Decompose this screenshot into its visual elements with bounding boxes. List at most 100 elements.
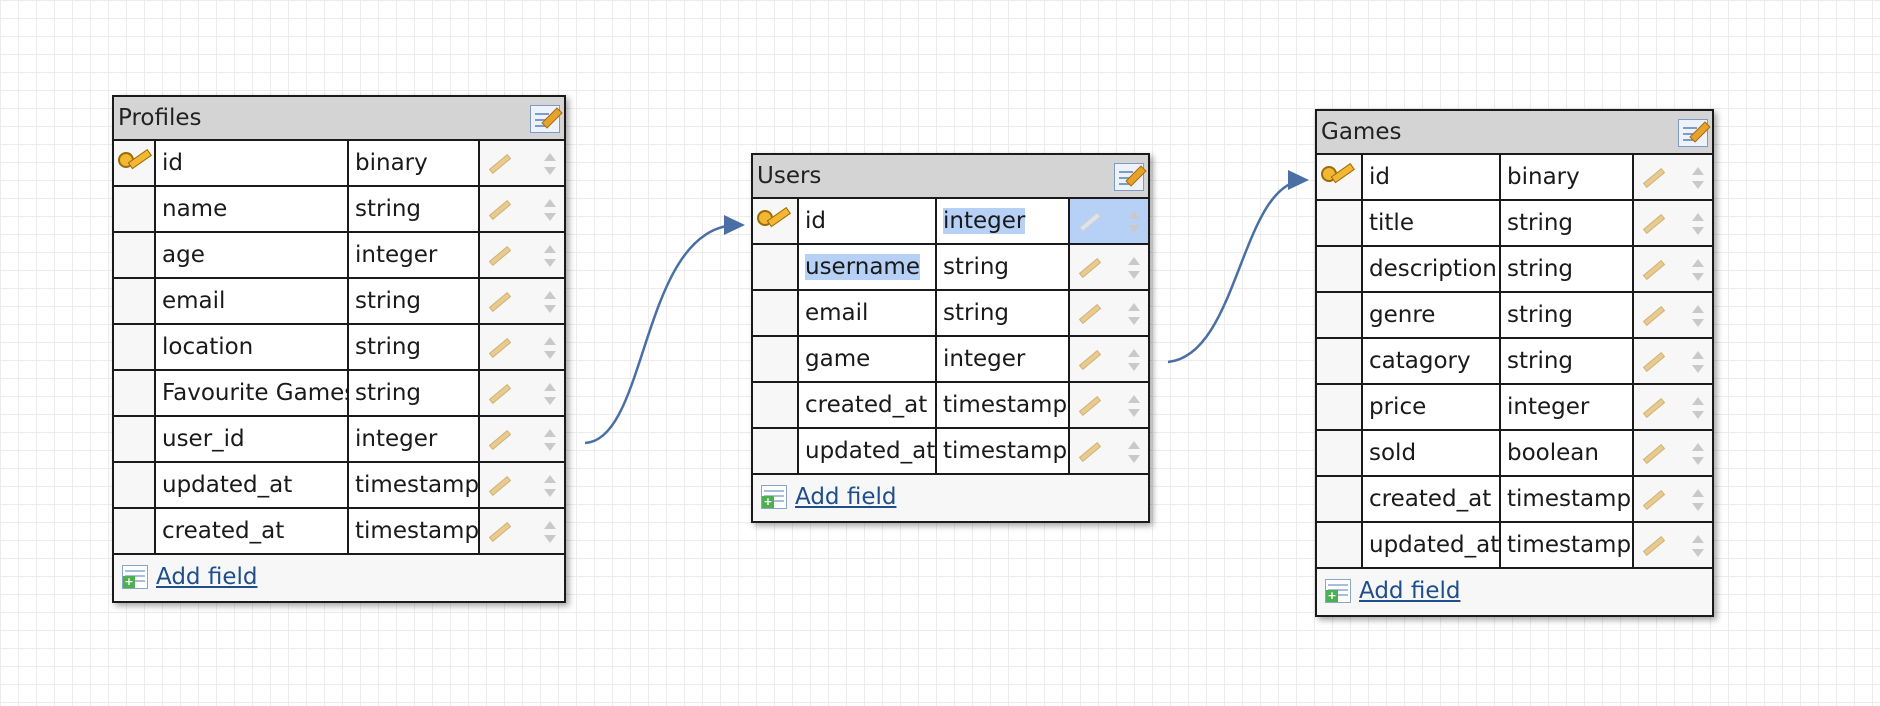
field-type[interactable]: string	[937, 291, 1070, 335]
add-field-icon[interactable]: +	[122, 565, 148, 589]
reorder-handle-icon[interactable]	[1128, 255, 1140, 281]
field-name[interactable]: genre	[1363, 293, 1501, 337]
reorder-handle-icon[interactable]	[1128, 347, 1140, 373]
reorder-handle-icon[interactable]	[544, 243, 556, 269]
field-name[interactable]: age	[156, 233, 349, 277]
reorder-handle-icon[interactable]	[1128, 209, 1140, 235]
field-type[interactable]: string	[937, 245, 1070, 289]
edit-field-icon[interactable]	[488, 199, 512, 221]
field-type[interactable]: timestamp	[937, 429, 1070, 473]
field-type[interactable]: integer	[349, 417, 480, 461]
field-type[interactable]: string	[349, 371, 480, 415]
reorder-handle-icon[interactable]	[544, 335, 556, 361]
field-type[interactable]: boolean	[1501, 431, 1634, 475]
add-field-icon[interactable]: +	[761, 485, 787, 509]
add-field-link[interactable]: Add field	[795, 484, 897, 510]
field-name[interactable]: id	[1363, 155, 1501, 199]
reorder-handle-icon[interactable]	[1128, 439, 1140, 465]
reorder-handle-icon[interactable]	[544, 427, 556, 453]
field-name[interactable]: price	[1363, 385, 1501, 429]
field-name[interactable]: updated_at	[799, 429, 937, 473]
field-type[interactable]: timestamp	[1501, 477, 1634, 521]
edit-field-icon[interactable]	[488, 245, 512, 267]
field-name[interactable]: game	[799, 337, 937, 381]
edit-field-icon[interactable]	[488, 521, 512, 543]
field-type[interactable]: binary	[349, 141, 480, 185]
field-type[interactable]: string	[1501, 247, 1634, 291]
edit-field-icon[interactable]	[1642, 167, 1666, 189]
edit-field-icon[interactable]	[488, 475, 512, 497]
edit-field-icon[interactable]	[1642, 443, 1666, 465]
reorder-handle-icon[interactable]	[1692, 349, 1704, 375]
reorder-handle-icon[interactable]	[544, 473, 556, 499]
field-type[interactable]: string	[1501, 339, 1634, 383]
field-type[interactable]: integer	[937, 199, 1070, 243]
edit-field-icon[interactable]	[1642, 351, 1666, 373]
reorder-handle-icon[interactable]	[544, 289, 556, 315]
field-type[interactable]: timestamp	[349, 463, 480, 507]
field-name[interactable]: title	[1363, 201, 1501, 245]
field-name[interactable]: user_id	[156, 417, 349, 461]
edit-field-icon[interactable]	[1078, 441, 1102, 463]
reorder-handle-icon[interactable]	[1692, 257, 1704, 283]
add-field-icon[interactable]: +	[1325, 579, 1351, 603]
edit-field-icon[interactable]	[488, 429, 512, 451]
edit-field-icon[interactable]	[488, 337, 512, 359]
edit-field-icon[interactable]	[488, 383, 512, 405]
edit-field-icon[interactable]	[1642, 259, 1666, 281]
edit-table-icon[interactable]	[1114, 163, 1147, 191]
edit-field-icon[interactable]	[1642, 305, 1666, 327]
edit-field-icon[interactable]	[1078, 257, 1102, 279]
field-name[interactable]: id	[799, 199, 937, 243]
field-type[interactable]: timestamp	[1501, 523, 1634, 567]
reorder-handle-icon[interactable]	[1692, 487, 1704, 513]
reorder-handle-icon[interactable]	[1692, 211, 1704, 237]
field-name[interactable]: updated_at	[156, 463, 349, 507]
reorder-handle-icon[interactable]	[1692, 441, 1704, 467]
field-type[interactable]: string	[349, 187, 480, 231]
field-name[interactable]: Favourite Games	[156, 371, 349, 415]
edit-field-icon[interactable]	[1642, 213, 1666, 235]
field-name[interactable]: location	[156, 325, 349, 369]
edit-table-icon[interactable]	[1678, 119, 1711, 147]
field-type[interactable]: timestamp	[937, 383, 1070, 427]
field-type[interactable]: integer	[937, 337, 1070, 381]
field-name[interactable]: description	[1363, 247, 1501, 291]
field-name[interactable]: catagory	[1363, 339, 1501, 383]
field-type[interactable]: string	[1501, 293, 1634, 337]
reorder-handle-icon[interactable]	[1128, 301, 1140, 327]
add-field-link[interactable]: Add field	[1359, 578, 1461, 604]
reorder-handle-icon[interactable]	[544, 197, 556, 223]
edit-field-icon[interactable]	[1078, 349, 1102, 371]
field-name[interactable]: email	[799, 291, 937, 335]
field-name[interactable]: email	[156, 279, 349, 323]
field-name[interactable]: created_at	[799, 383, 937, 427]
field-name[interactable]: name	[156, 187, 349, 231]
field-type[interactable]: binary	[1501, 155, 1634, 199]
field-name[interactable]: sold	[1363, 431, 1501, 475]
edit-field-icon[interactable]	[1078, 211, 1102, 233]
edit-field-icon[interactable]	[1078, 303, 1102, 325]
field-name[interactable]: updated_at	[1363, 523, 1501, 567]
reorder-handle-icon[interactable]	[544, 519, 556, 545]
field-name[interactable]: created_at	[1363, 477, 1501, 521]
